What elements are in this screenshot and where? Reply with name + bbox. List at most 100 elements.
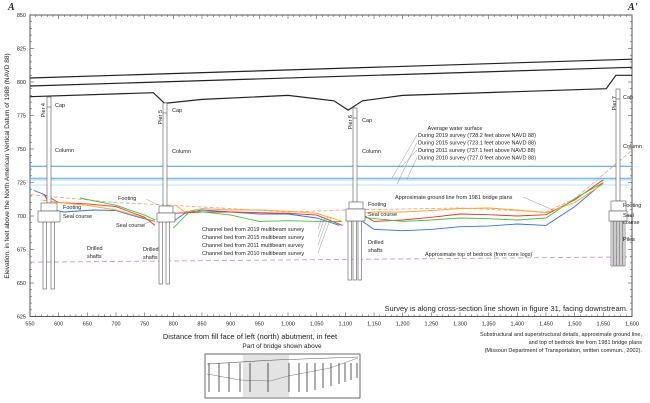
channel-bed-line <box>175 204 343 222</box>
y-tick-label: 650 <box>17 281 26 287</box>
pier-footing <box>158 205 174 214</box>
bedrock-label: Approximate top of bedrock (from core lo… <box>425 252 532 258</box>
leader-line <box>317 216 332 254</box>
girder-bottom <box>29 74 632 111</box>
x-tick-label: 1,100 <box>338 322 352 328</box>
cap-label: Cap <box>623 95 633 101</box>
channel-bed-line <box>362 182 604 222</box>
y-tick-label: 675 <box>17 248 26 254</box>
pier-label: Pier 5 <box>158 110 164 124</box>
x-tick-label: 1,350 <box>482 322 496 328</box>
x-tick-label: 1,500 <box>568 322 582 328</box>
bedrock-line <box>29 256 633 263</box>
pier-label: Pier 6 <box>348 115 354 129</box>
x-tick-label: 1,150 <box>367 322 381 328</box>
x-tick-label: 550 <box>25 322 34 328</box>
x-tick-label: 700 <box>111 322 120 328</box>
water-surface-label: During 2015 survey (723.1 feet above NAV… <box>418 141 536 147</box>
section-start-label: A <box>7 2 15 13</box>
section-end-label: A' <box>627 2 638 13</box>
water-surface-label: During 2011 survey (737.1 feet above NAV… <box>418 148 536 154</box>
drilled-shaft <box>42 221 47 290</box>
column-label: Column <box>362 149 381 155</box>
pier-footing <box>348 201 364 210</box>
x-tick-label: 750 <box>140 322 149 328</box>
pier-label: Pier 7 <box>612 96 618 110</box>
y-tick-label: 725 <box>17 181 26 187</box>
leader-line <box>145 198 159 206</box>
drilled-shaft <box>352 220 357 281</box>
inset-ground <box>206 357 359 382</box>
pile <box>619 220 623 267</box>
x-axis-title: Distance from fill face of left (north) … <box>163 332 338 341</box>
inset-title: Part of bridge shown above <box>242 343 322 350</box>
x-tick-label: 1,450 <box>539 322 553 328</box>
drilled-shafts-label-2: shafts <box>87 254 102 260</box>
cap-label: Cap <box>172 108 182 114</box>
leader-line <box>317 216 323 230</box>
channel-bed-label: Channel bed from 2010 multibeam survey <box>202 251 304 257</box>
x-tick-label: 1,000 <box>281 322 295 328</box>
pile <box>616 220 620 267</box>
pier-seal-course <box>608 210 628 222</box>
channel-bed-label: Channel bed from 2011 multibeam survey <box>202 243 304 249</box>
footing-label: Footing <box>118 196 136 202</box>
footing-label: Footing <box>623 203 641 209</box>
pier-column <box>46 96 52 204</box>
cap-label: Cap <box>362 118 372 124</box>
x-tick-label: 1,300 <box>453 322 467 328</box>
channel-bed-line <box>362 182 604 232</box>
leader-line <box>391 134 418 179</box>
x-tick-label: 1,600 <box>625 322 639 328</box>
seal-course-label: Seal <box>623 213 634 219</box>
channel-bed-label: Channel bed from 2019 multibeam survey <box>202 227 304 233</box>
deck-second <box>29 66 633 87</box>
survey-note: Survey is along cross-section line shown… <box>385 304 628 313</box>
y-tick-label: 775 <box>17 114 26 120</box>
x-tick-label: 1,400 <box>510 322 524 328</box>
pier-seal-course <box>156 212 176 223</box>
drilled-shafts-label-2: shafts <box>143 255 158 261</box>
x-tick-label: 1,200 <box>396 322 410 328</box>
channel-bed-line <box>33 190 156 222</box>
drilled-shafts-label-2: shafts <box>368 248 383 254</box>
x-tick-label: 950 <box>255 322 264 328</box>
leader-line <box>141 218 157 226</box>
seal-course-label-2: course <box>623 220 640 226</box>
column-label: Column <box>172 149 191 155</box>
seal-course-label: Seal course <box>368 212 397 218</box>
ground-line-1981 <box>29 149 633 213</box>
source-note-line-2: and top of bedrock line from 1981 bridge… <box>529 340 643 346</box>
leader-line <box>401 149 418 167</box>
x-tick-label: 800 <box>169 322 178 328</box>
y-tick-label: 625 <box>17 315 26 321</box>
drilled-shafts-label: Drilled <box>368 240 384 246</box>
drilled-shafts-label: Drilled <box>87 246 103 252</box>
x-tick-label: 850 <box>197 322 206 328</box>
x-tick-label: 900 <box>226 322 235 328</box>
pier-label: Pier 4 <box>41 103 47 117</box>
leader-line <box>522 196 554 211</box>
x-tick-label: 1,250 <box>424 322 438 328</box>
pile <box>613 220 617 267</box>
y-tick-label: 800 <box>17 80 26 86</box>
channel-bed-label: Channel bed from 2015 multibeam survey <box>202 235 304 241</box>
leader-line <box>317 216 326 238</box>
ground-line-label: Approximate ground line from 1981 bridge… <box>395 195 513 201</box>
channel-bed-line <box>362 183 604 214</box>
drilled-shaft <box>50 221 55 290</box>
column-label: Column <box>55 148 74 154</box>
source-note-line-3: (Missouri Department of Transportation, … <box>485 348 643 354</box>
water-surface-label: During 2010 survey (727.0 feet above NAV… <box>418 156 536 162</box>
x-tick-label: 1,050 <box>310 322 324 328</box>
leader-line <box>406 157 418 180</box>
drilled-shaft <box>347 220 352 281</box>
seal-course-label: Seal course <box>63 214 92 220</box>
